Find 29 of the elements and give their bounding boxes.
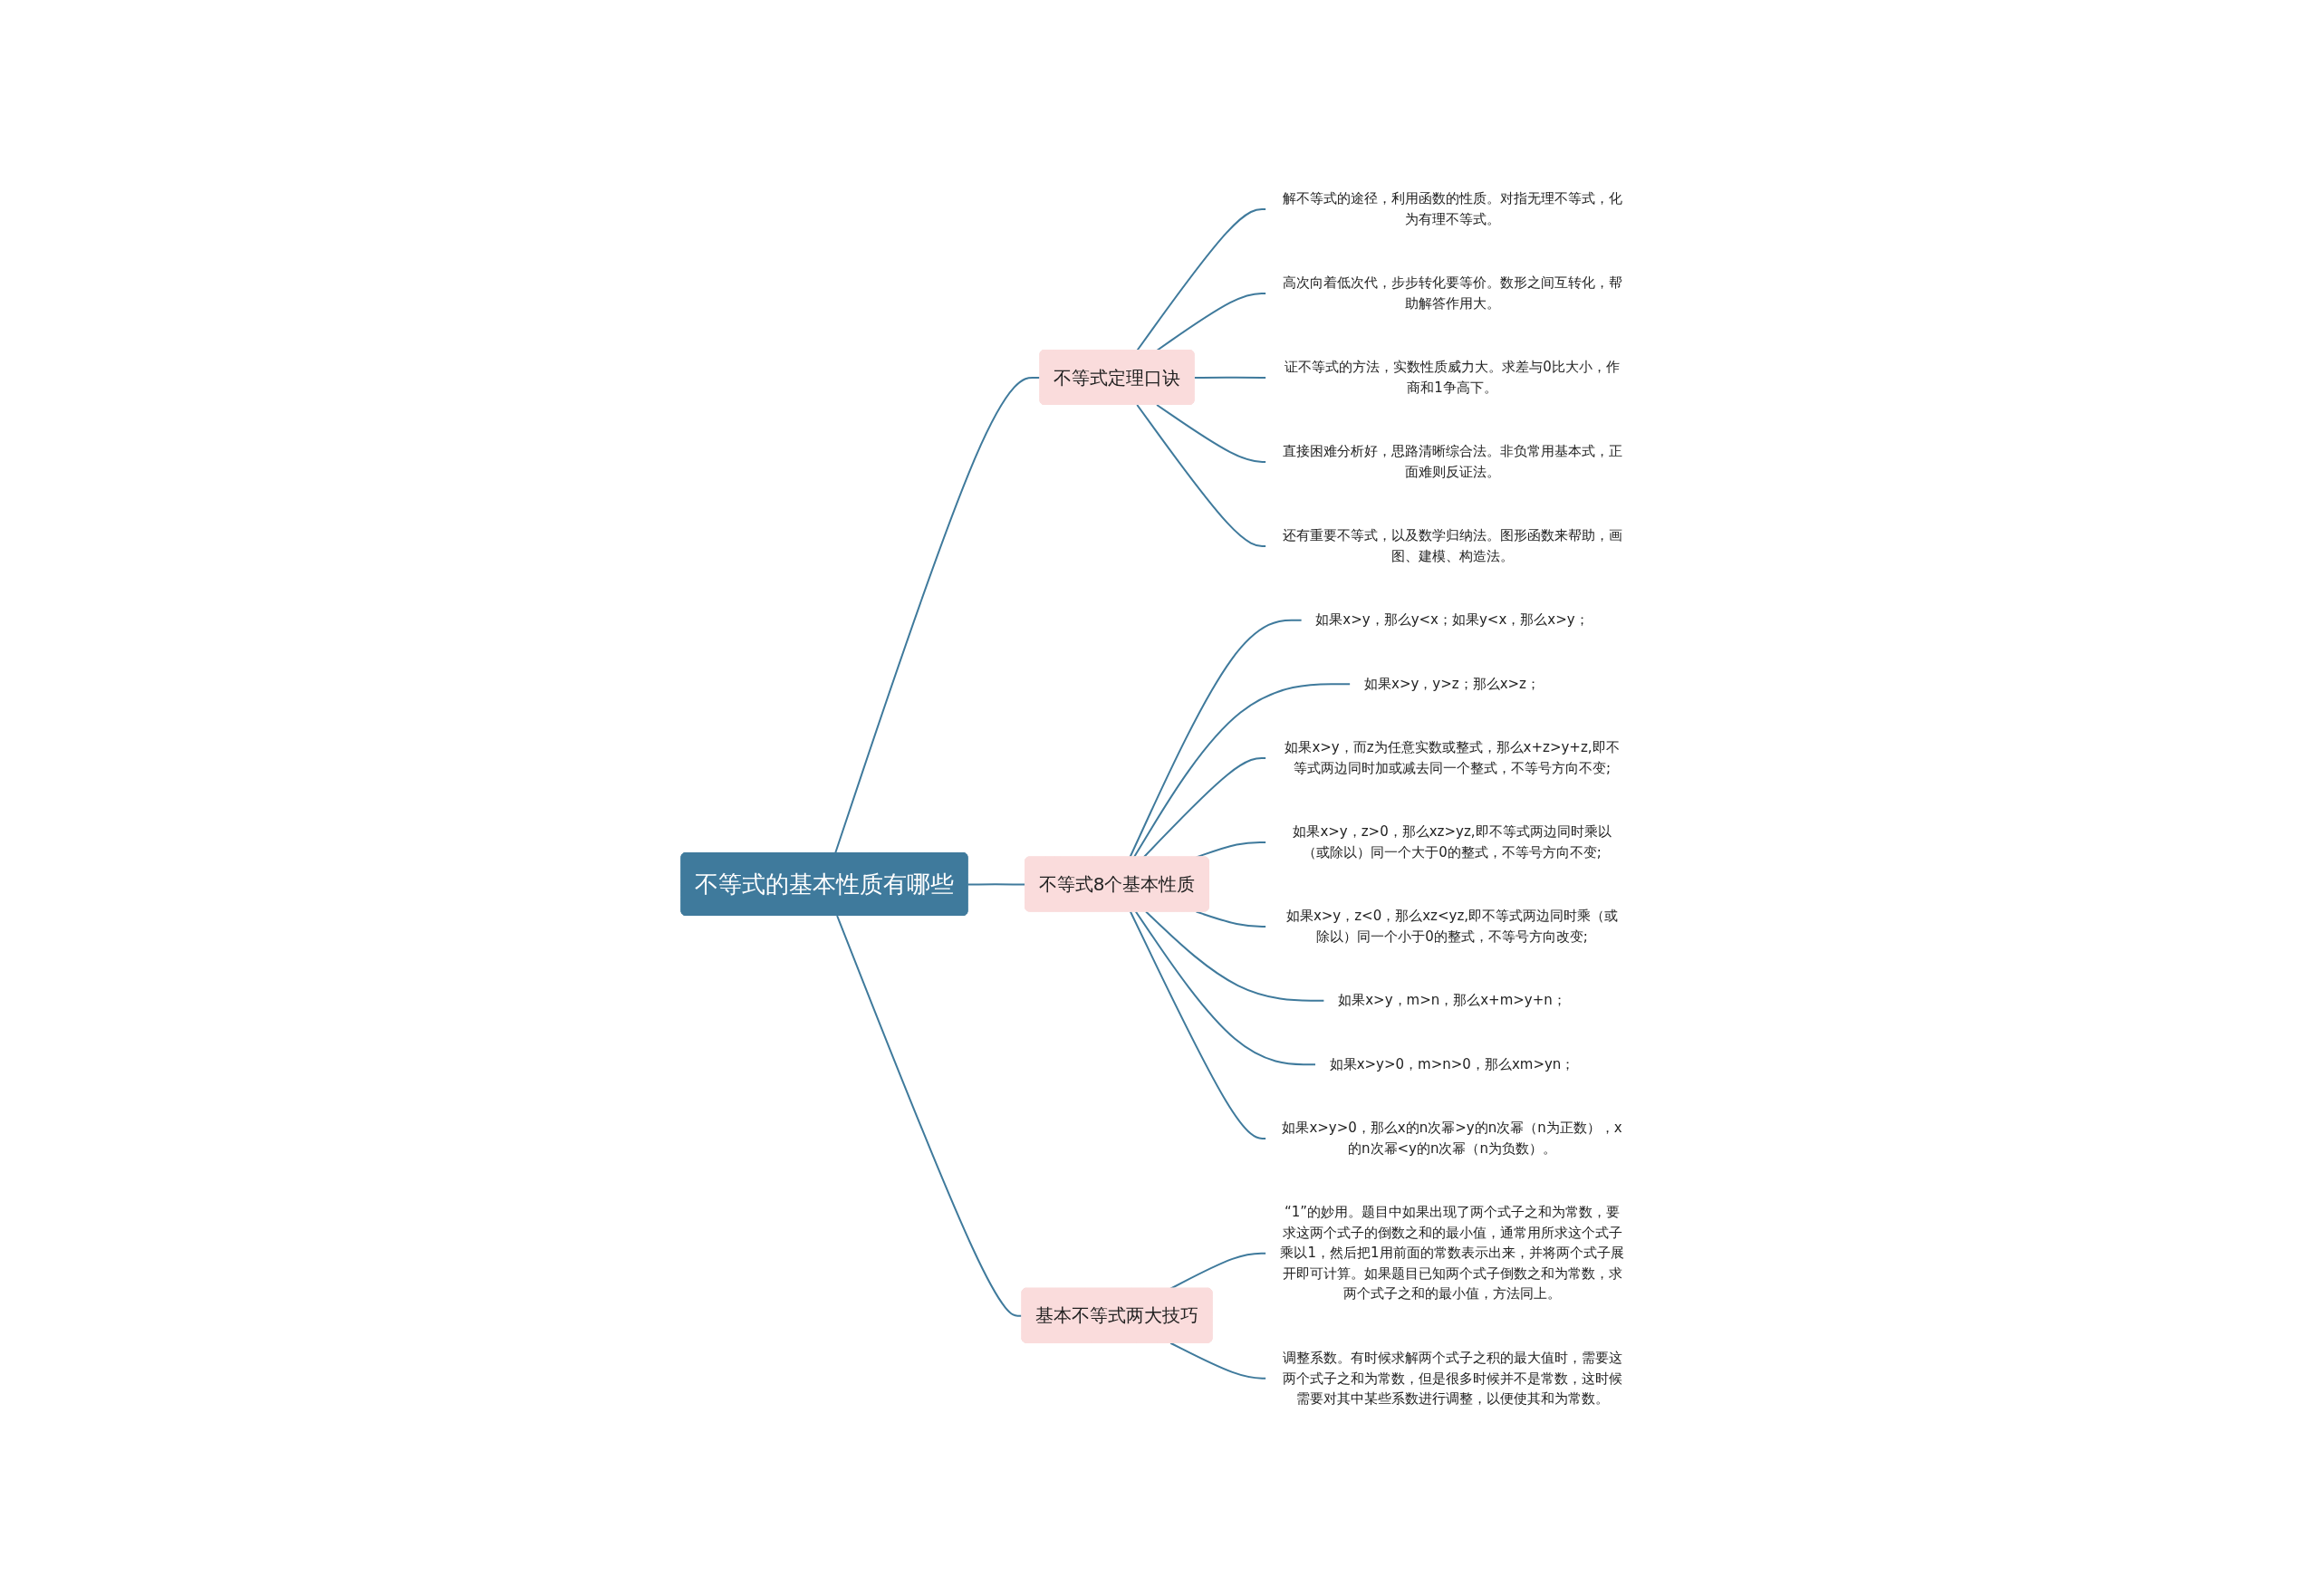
node-text: 直接困难分析好，思路清晰综合法。非负常用基本式，正面难则反证法。	[1282, 442, 1622, 479]
node-text: 如果x>y，那么y<x；如果y<x，那么x>y；	[1315, 611, 1589, 628]
node-text: 证不等式的方法，实数性质威力大。求差与0比大小，作商和1争高下。	[1285, 358, 1620, 395]
connector	[1195, 910, 1268, 928]
connector	[1169, 1341, 1268, 1380]
node-text: 调整系数。有时候求解两个式子之积的最大值时，需要这两个式子之和为常数，但是很多时候并不是常数，这时候需要对其中某些系数进行调整，以便使其和为常数。	[1282, 1349, 1622, 1406]
node-text: 如果x>y，y>z；那么x>z；	[1364, 675, 1540, 691]
connector	[834, 376, 1042, 854]
connector	[1136, 207, 1268, 351]
connector	[1129, 619, 1304, 858]
connector	[836, 914, 1024, 1317]
connector	[1193, 376, 1268, 379]
connector	[1129, 910, 1268, 1139]
node-text: 如果x>y，z<0，那么xz<yz,即不等式两边同时乘（或除以）同一个小于0的整式，不等号方向改变;	[1285, 907, 1619, 944]
node-text: 如果x>y>0，那么x的n次幂>y的n次幂（n为正数），x的n次幂<y的n次幂（n为负数）。	[1282, 1119, 1622, 1156]
connector	[1136, 403, 1268, 547]
node-text: “1”的妙用。题目中如果出现了两个式子之和为常数，要求这两个式子的倒数之和的最小值，通常用所求这个式子乘以1，然后把1用前面的常数表示出来，并将两个式子展开即可计算。如果题目已知两个式子倒数之和为常数，求两个式子之和的最小值，方法同上。	[1280, 1203, 1624, 1302]
connector	[1156, 403, 1268, 463]
node-text: 高次向着低次代，步步转化要等价。数形之间互转化，帮助解答作用大。	[1282, 274, 1622, 311]
connector	[1142, 756, 1268, 858]
connector	[1145, 910, 1326, 1002]
node-text: 如果x>y，m>n，那么x+m>y+n；	[1338, 991, 1566, 1008]
node-text: 如果x>y，z>0，那么xz>yz,即不等式两边同时乘以（或除以）同一个大于0的整式，不等号方向不变;	[1293, 822, 1612, 860]
node-text: 解不等式的途径，利用函数的性质。对指无理不等式，化为有理不等式。	[1282, 189, 1622, 226]
node-text: 还有重要不等式，以及数学归纳法。图形函数来帮助，画图、建模、构造法。	[1282, 526, 1622, 563]
node-text: 如果x>y，而z为任意实数或整式，那么x+z>y+z,即不等式两边同时加或减去同一个整式，不等号方向不变;	[1285, 738, 1620, 775]
connector	[1156, 292, 1268, 351]
connector	[1132, 682, 1352, 858]
node-text: 如果x>y>0，m>n>0，那么xm>yn；	[1329, 1055, 1575, 1072]
